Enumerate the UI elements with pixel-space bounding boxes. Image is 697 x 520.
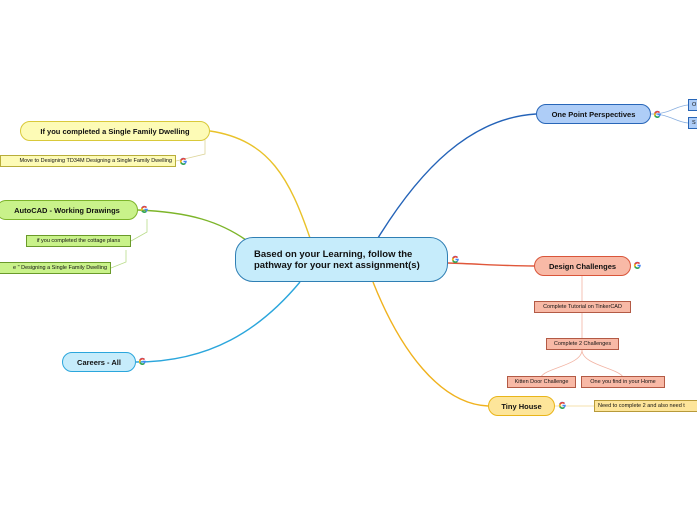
google-g-icon[interactable] <box>138 357 147 366</box>
google-g-icon[interactable] <box>558 401 567 410</box>
node-autocad[interactable]: AutoCAD - Working Drawings <box>0 200 138 220</box>
node-one-point-label: One Point Perspectives <box>551 109 636 119</box>
node-single-family-child-label: Move to Designing TD34M Designing a Sing… <box>19 158 172 164</box>
node-design[interactable]: Design Challenges <box>534 256 631 276</box>
node-design-tutorial[interactable]: Complete Tutorial on TinkerCAD <box>534 301 631 313</box>
connector-single-family <box>209 130 311 239</box>
connector-autocad-child2 <box>110 250 127 269</box>
node-autocad-child1[interactable]: if you completed the cottage plans <box>26 235 131 247</box>
connector-autocad-child1 <box>130 219 148 242</box>
google-g-icon[interactable] <box>633 261 642 270</box>
node-design-home[interactable]: One you find in your Home <box>581 376 665 388</box>
central-topic-label: Based on your Learning, follow the pathw… <box>254 248 420 271</box>
node-design-kitten-label: Kitten Door Challenge <box>514 379 569 385</box>
node-one-point-child1-label: O <box>692 102 697 108</box>
connector-design <box>447 262 535 267</box>
node-autocad-child1-label: if you completed the cottage plans <box>36 238 121 244</box>
node-single-family[interactable]: If you completed a Single Family Dwellin… <box>20 121 210 141</box>
google-g-icon[interactable] <box>451 255 460 264</box>
node-design-label: Design Challenges <box>548 261 617 271</box>
node-one-point-child2-label: S <box>692 120 696 126</box>
google-g-icon[interactable] <box>653 110 662 119</box>
node-one-point-child2[interactable]: S <box>688 117 697 129</box>
node-single-family-child[interactable]: Move to Designing TD34M Designing a Sing… <box>0 155 176 167</box>
google-g-icon[interactable] <box>179 157 188 166</box>
central-topic[interactable]: Based on your Learning, follow the pathw… <box>235 237 448 282</box>
connector-autocad <box>137 209 247 241</box>
node-design-home-label: One you find in your Home <box>590 379 656 385</box>
node-one-point[interactable]: One Point Perspectives <box>536 104 651 124</box>
node-design-complete2[interactable]: Complete 2 Challenges <box>546 338 619 350</box>
node-tiny-note[interactable]: Need to complete 2 and also need t <box>594 400 697 412</box>
node-autocad-child2-label: e " Designing a Single Family Dwelling <box>13 265 107 271</box>
connector-one-point <box>377 113 537 239</box>
node-autocad-label: AutoCAD - Working Drawings <box>14 205 120 215</box>
node-design-complete2-label: Complete 2 Challenges <box>553 341 612 347</box>
node-careers[interactable]: Careers - All <box>62 352 136 372</box>
google-g-icon[interactable] <box>140 205 149 214</box>
node-design-kitten[interactable]: Kitten Door Challenge <box>507 376 576 388</box>
node-tiny-label: Tiny House <box>501 401 542 411</box>
node-single-family-label: If you completed a Single Family Dwellin… <box>40 126 190 136</box>
node-tiny[interactable]: Tiny House <box>488 396 555 416</box>
connector-tiny <box>372 281 489 407</box>
connector-design-children <box>540 275 624 378</box>
node-careers-label: Careers - All <box>77 357 121 367</box>
node-autocad-child2[interactable]: e " Designing a Single Family Dwelling <box>0 262 111 274</box>
node-tiny-note-label: Need to complete 2 and also need t <box>598 403 685 409</box>
node-one-point-child1[interactable]: O <box>688 99 697 111</box>
connector-single-family-child <box>175 140 206 162</box>
node-design-tutorial-label: Complete Tutorial on TinkerCAD <box>543 304 622 310</box>
connector-careers <box>135 281 301 363</box>
